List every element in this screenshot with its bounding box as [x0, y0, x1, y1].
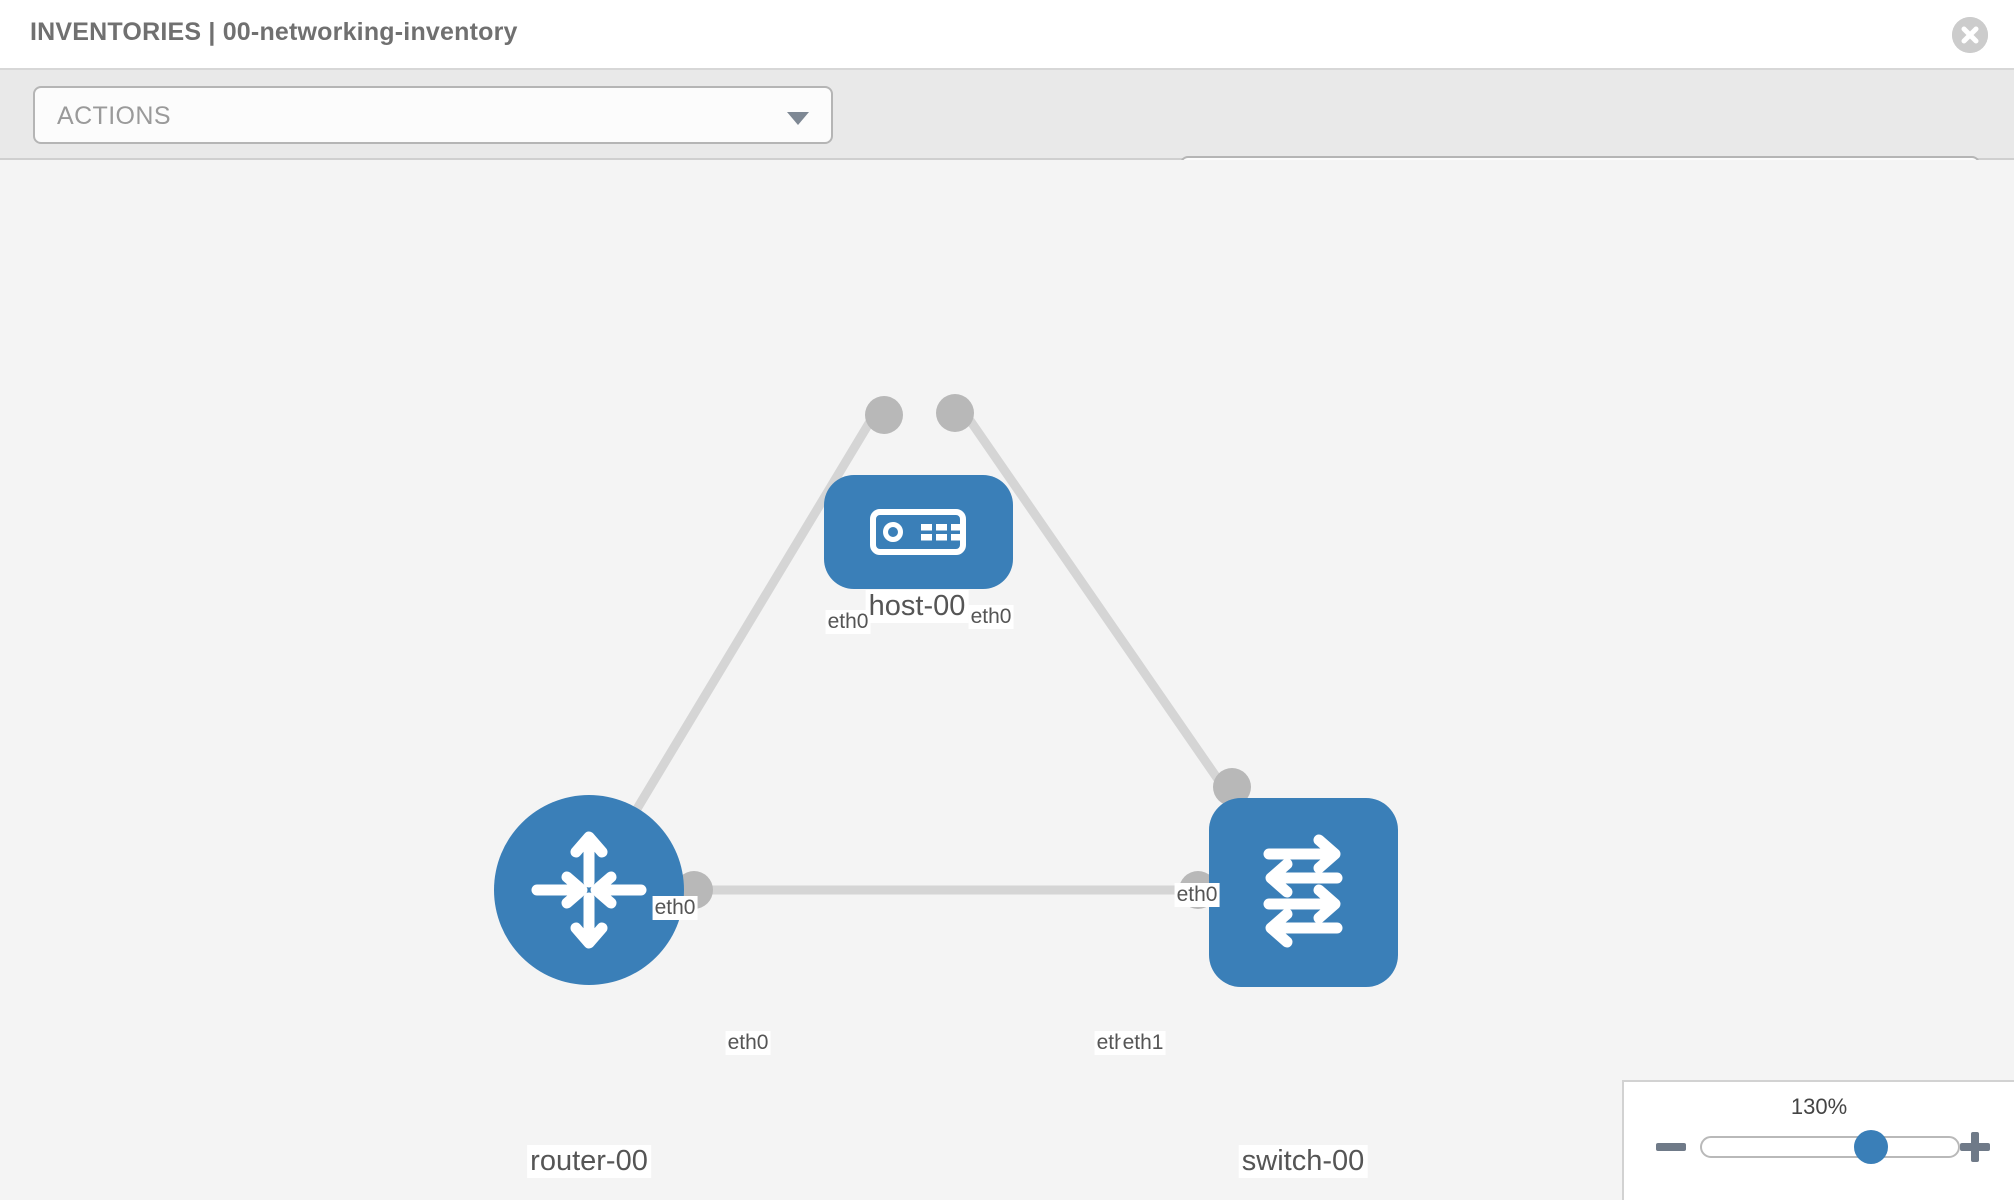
chevron-down-icon [787, 112, 809, 125]
connector-switch00-eth0 [1213, 768, 1251, 806]
connector-host00-eth0-left [865, 396, 903, 434]
zoom-control-panel: 130% [1622, 1080, 2014, 1200]
iface-label-switch00-uplink: eth0 [1174, 883, 1220, 907]
page-header: INVENTORIES | 00-networking-inventory [0, 0, 2014, 70]
toolbar: ACTIONS SEARCH [0, 70, 2014, 214]
actions-dropdown[interactable]: ACTIONS [33, 86, 833, 144]
node-router-00[interactable] [494, 795, 684, 985]
zoom-percent-label: 130% [1790, 1094, 1848, 1119]
close-icon[interactable] [1952, 17, 1988, 53]
node-label-switch-00: switch-00 [1238, 1145, 1368, 1178]
node-switch-00[interactable] [1209, 798, 1398, 987]
edge-host00-router00 [612, 400, 885, 847]
topology-connectors [675, 394, 1251, 909]
node-label-host-00: host-00 [865, 590, 969, 623]
topology-canvas[interactable]: host-00 router-00 switch-00 eth0 eth0 et… [0, 160, 2014, 1200]
page-title: INVENTORIES | 00-networking-inventory [30, 18, 518, 46]
minus-icon[interactable] [1654, 1130, 1688, 1164]
iface-label-host00-left: eth0 [825, 610, 871, 634]
actions-dropdown-label: ACTIONS [57, 102, 171, 130]
node-label-router-00: router-00 [527, 1145, 651, 1178]
plus-icon[interactable] [1958, 1130, 1992, 1164]
iface-label-router00-eth0: eth0 [725, 1031, 771, 1055]
iface-label-host00-right: eth0 [968, 605, 1014, 629]
zoom-slider-thumb[interactable] [1854, 1130, 1888, 1164]
edge-host00-switch00 [953, 398, 1258, 835]
connector-host00-eth0-right [936, 394, 974, 432]
topology-edges [612, 398, 1258, 895]
node-host-00[interactable] [824, 475, 1013, 589]
topology-graph [494, 394, 1398, 987]
iface-label-switch00-eth1: eth1 [1120, 1031, 1166, 1055]
iface-label-router00-uplink: eth0 [652, 896, 698, 920]
zoom-slider-track[interactable] [1700, 1136, 1960, 1158]
